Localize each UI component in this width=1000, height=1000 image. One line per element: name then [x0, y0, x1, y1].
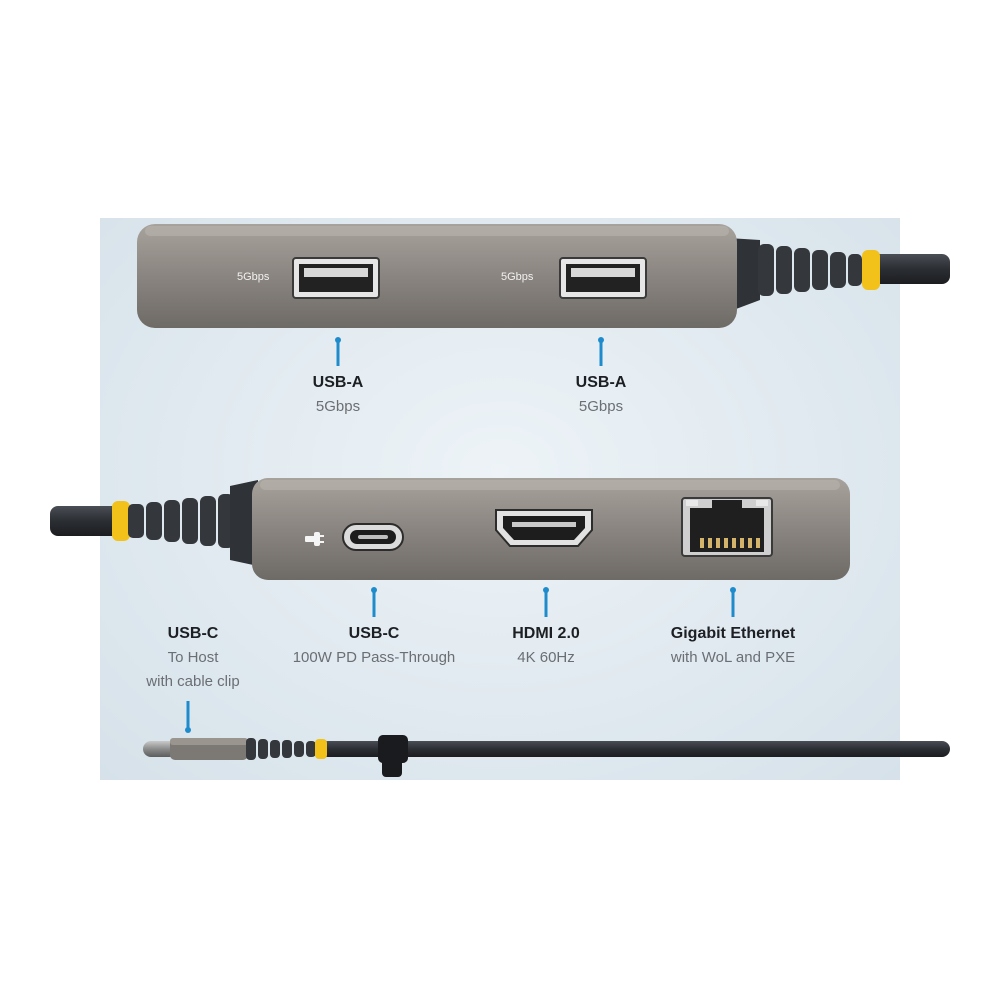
port-mark-usb-a-2: 5Gbps — [501, 271, 534, 283]
top-hub-body — [137, 224, 737, 328]
usb-a-port-icon — [559, 257, 647, 299]
label-usb-a-2: USB-A 5Gbps — [576, 371, 627, 419]
label-usb-c-pd: USB-C 100W PD Pass-Through — [293, 622, 456, 670]
pointer-usb-a-1 — [335, 337, 341, 366]
host-cable-yellow-ring — [315, 739, 327, 759]
label-hdmi-line: 4K 60Hz — [517, 649, 575, 666]
pointer-hdmi — [543, 587, 549, 617]
cable-clip-icon — [378, 735, 408, 777]
bottom-hub-strain-relief — [112, 480, 258, 566]
pointer-usb-c-pd — [371, 587, 377, 617]
hdmi-port-icon — [495, 509, 593, 547]
label-usb-c-host-line-2: with cable clip — [146, 673, 240, 690]
port-mark-usb-a-1: 5Gbps — [237, 271, 270, 283]
label-ethernet-title: Gigabit Ethernet — [670, 625, 796, 642]
label-usb-a-1-title: USB-A — [312, 374, 364, 391]
top-hub — [137, 224, 950, 328]
host-cable — [143, 735, 950, 777]
pointer-ethernet — [730, 587, 736, 617]
label-hdmi: HDMI 2.0 4K 60Hz — [512, 622, 580, 670]
power-plug-icon — [305, 532, 324, 546]
pointer-usb-c-host — [185, 701, 191, 733]
label-usb-c-host: USB-C To Host with cable clip — [146, 622, 239, 694]
label-usb-c-pd-line: 100W PD Pass-Through — [292, 649, 456, 666]
top-hub-yellow-ring — [862, 250, 880, 290]
label-ethernet-line: with WoL and PXE — [670, 649, 796, 666]
top-hub-cable — [870, 254, 950, 284]
label-usb-c-host-line-1: To Host — [167, 649, 219, 666]
label-usb-a-1-line: 5Gbps — [315, 398, 361, 415]
label-usb-c-host-title: USB-C — [167, 625, 219, 642]
bottom-hub-cable — [50, 506, 130, 536]
pointer-usb-a-2 — [598, 337, 604, 366]
label-usb-a-2-title: USB-A — [575, 374, 627, 391]
label-usb-c-pd-title: USB-C — [348, 625, 400, 642]
host-cable-strain-relief — [246, 738, 327, 760]
bottom-hub — [50, 478, 850, 580]
label-ethernet: Gigabit Ethernet with WoL and PXE — [671, 622, 795, 670]
usb-c-port-icon — [342, 523, 404, 551]
top-hub-strain-relief — [728, 238, 880, 312]
label-hdmi-title: HDMI 2.0 — [512, 625, 580, 642]
bottom-hub-yellow-ring — [112, 501, 130, 541]
pointer-lines — [185, 337, 736, 733]
ethernet-port-icon — [681, 497, 773, 557]
usb-a-port-icon — [292, 257, 380, 299]
label-usb-a-1: USB-A 5Gbps — [313, 371, 364, 419]
label-usb-a-2-line: 5Gbps — [578, 398, 624, 415]
usb-c-connector-icon — [143, 738, 248, 760]
